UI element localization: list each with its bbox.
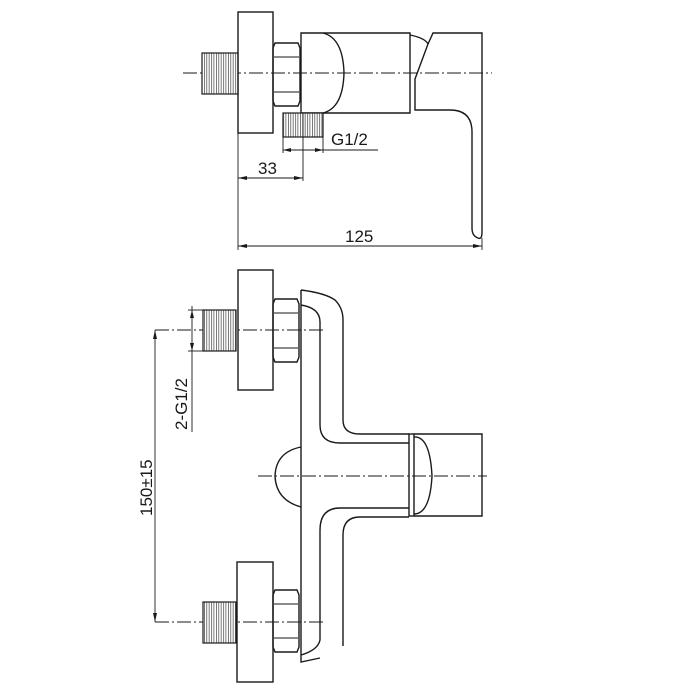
lower-hex-nut	[272, 589, 300, 653]
upper-hex-nut	[272, 298, 300, 363]
wall-flange	[237, 11, 274, 134]
dimensions	[237, 113, 483, 250]
mixer-body	[300, 32, 411, 114]
hex-nut	[272, 42, 301, 107]
offset-label: 33	[258, 159, 277, 178]
inlet-spacing-label: 150±15	[137, 459, 156, 516]
dimensions	[153, 306, 203, 622]
body-dome	[274, 446, 302, 508]
inlet-thread	[201, 52, 239, 95]
inlet-threads-label: 2-G1/2	[172, 378, 191, 430]
mixer-body	[274, 289, 483, 663]
thread-size-label: G1/2	[331, 130, 368, 149]
upper-inlet-thread	[202, 309, 237, 352]
depth-label: 125	[345, 227, 373, 246]
lever-handle	[409, 32, 483, 240]
lower-inlet-thread	[202, 601, 237, 644]
front-view: 150±15 2-G1/2	[137, 269, 487, 683]
top-view: G1/2 33 125	[183, 11, 492, 250]
